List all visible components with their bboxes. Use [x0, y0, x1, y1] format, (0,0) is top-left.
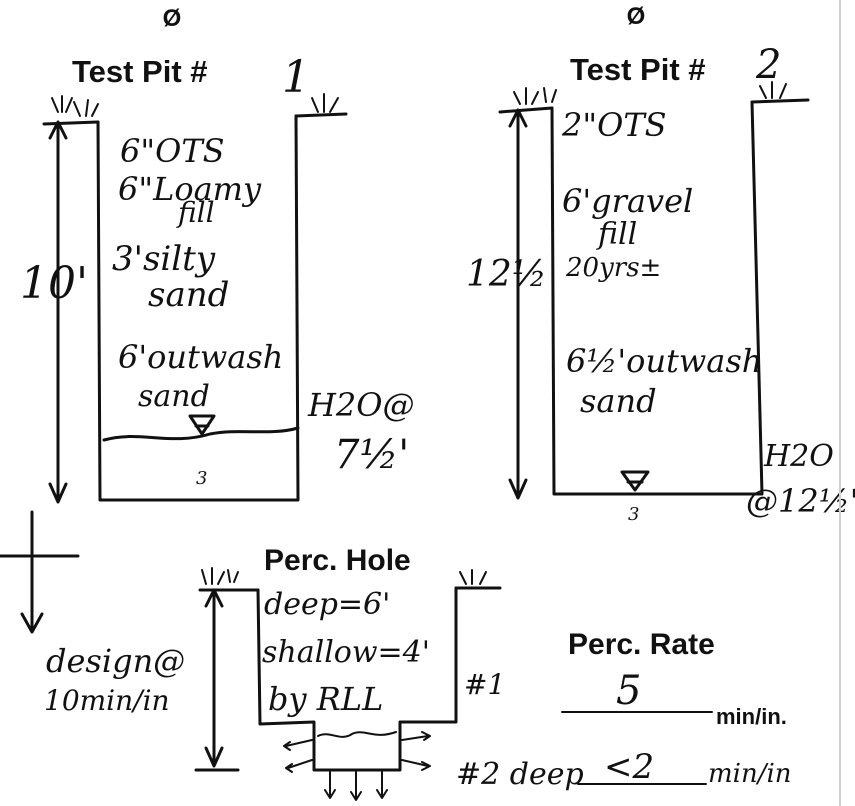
- pit2-water-symbol: [620, 470, 650, 492]
- pit2-layer: 6½'outwash: [566, 342, 762, 380]
- pit1-water-mark: 3: [196, 468, 207, 489]
- test-pit-2: Ø Test Pit # 2 3 12½ 2"OTS 6'gravel fill…: [466, 3, 855, 525]
- pit2-symbol: Ø: [627, 3, 646, 30]
- perc-rate-title: Perc. Rate: [568, 628, 715, 661]
- grass-tuft: [459, 569, 487, 585]
- pit1-layer: 6"OTS: [120, 132, 225, 170]
- pit2-depth-label: 12½: [466, 254, 547, 295]
- pit1-outline: [96, 114, 300, 502]
- pit1-depth-label: 10': [20, 258, 88, 309]
- pit2-water-mark: 3: [628, 504, 639, 525]
- perc-rate: Perc. Rate 5 min/in.: [561, 628, 787, 729]
- pit1-symbol: Ø: [163, 5, 182, 32]
- perc-hole-title: Perc. Hole: [264, 544, 411, 577]
- perc-test-1: #1: [464, 668, 505, 701]
- pit1-layer: sand: [138, 379, 210, 414]
- perc-hole-outline: [256, 586, 458, 772]
- grass-tuft: [201, 567, 239, 585]
- pit1-layer: 6'outwash: [118, 338, 283, 376]
- perc-test-2-unit: min/in: [708, 759, 792, 789]
- pit1-ground-left: [42, 120, 100, 126]
- pit2-title: Test Pit #: [570, 52, 706, 87]
- cross-arrowhead: [20, 612, 44, 634]
- pit2-layer: fill: [596, 217, 637, 252]
- pit1-number: 1: [282, 52, 310, 103]
- grass-tuft: [759, 81, 787, 99]
- cross-mark: [0, 510, 80, 632]
- pit2-outline: [550, 100, 764, 496]
- pit2-depth-arrowhead: [508, 108, 528, 500]
- pit1-water-depth: 7½': [334, 432, 409, 478]
- pit1-depth-arrowhead: [48, 120, 68, 504]
- perc-test-2-prefix: #2 deep: [456, 757, 584, 792]
- perc-water-line: [317, 731, 397, 738]
- perc-note: by RLL: [268, 680, 383, 718]
- design-marker: [0, 510, 80, 634]
- pit1-layer: sand: [148, 275, 229, 315]
- grass-tuft: [513, 87, 557, 105]
- perc-hole: Perc. Hole deep=6' shallow=4' by RLL #1 …: [194, 544, 792, 801]
- grass-tuft: [51, 95, 99, 117]
- perc-note: deep=6': [264, 587, 390, 622]
- grass-tuft: [311, 93, 339, 113]
- design-line-1: design@: [46, 642, 185, 680]
- pit1-layer: fill: [176, 196, 215, 229]
- pit2-water-depth: @12½': [746, 482, 855, 520]
- perc-test-2-value: <2: [604, 747, 654, 787]
- pit2-number: 2: [755, 42, 781, 88]
- pit1-layer: 3'silty: [112, 239, 216, 279]
- pit2-layer: 6'gravel: [562, 182, 693, 220]
- outflow-arrows: [283, 731, 431, 801]
- design-note: design@ 10min/in: [44, 642, 185, 717]
- pit1-layer: 6"Loamy: [118, 170, 262, 208]
- pit2-layer: sand: [580, 382, 657, 420]
- pit1-ground-right: [294, 112, 348, 118]
- pit2-layer: 2"OTS: [561, 106, 667, 144]
- pit2-layer: 20yrs±: [565, 253, 661, 283]
- pit1-water-line: [102, 426, 300, 442]
- pit1-title: Test Pit #: [72, 54, 208, 89]
- pit2-water-label: H2O: [763, 439, 834, 474]
- perc-rate-unit: min/in.: [716, 704, 787, 729]
- pit1-water-label: H2O@: [307, 386, 415, 424]
- perc-depth-arrowhead: [204, 588, 224, 768]
- perc-note: shallow=4': [262, 635, 430, 670]
- test-pit-1: Ø Test Pit # 1 3 10' 6"OTS 6"Loamy fill …: [20, 5, 415, 504]
- pit2-ground-left: [498, 106, 554, 114]
- pit1-water-symbol: [188, 414, 216, 436]
- design-line-2: 10min/in: [44, 684, 170, 717]
- pit2-ground-right: [750, 98, 810, 104]
- perc-rate-value: 5: [616, 668, 641, 714]
